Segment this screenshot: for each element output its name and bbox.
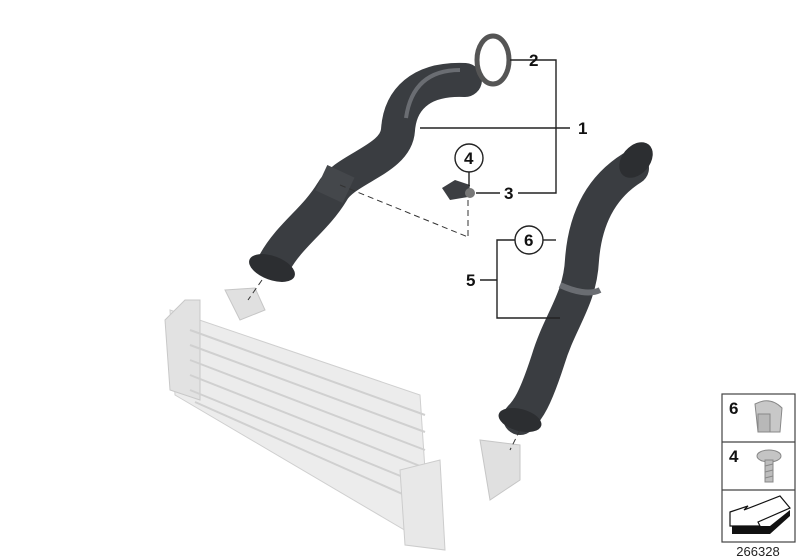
- hose-clamp: [474, 33, 512, 87]
- diagram-id: 266328: [736, 544, 779, 559]
- legend-number-6: 6: [729, 399, 738, 418]
- charge-air-hose-5: [498, 142, 653, 435]
- callout-5[interactable]: 5: [466, 271, 475, 290]
- legend-box: 6 4: [721, 393, 796, 543]
- callout-4[interactable]: 4: [464, 149, 474, 168]
- callout-6[interactable]: 6: [524, 231, 533, 250]
- leader-lines: [420, 59, 570, 319]
- clip-icon: [754, 400, 783, 433]
- callout-circle-4: [454, 143, 484, 173]
- callout-3[interactable]: 3: [504, 184, 513, 203]
- callout-circle-6: [514, 225, 544, 255]
- charge-air-hose-1: [249, 62, 482, 282]
- sensor: [442, 180, 475, 200]
- callout-2[interactable]: 2: [529, 51, 538, 70]
- legend-number-4: 4: [729, 447, 739, 466]
- assembly-lines: [247, 184, 521, 451]
- callout-1[interactable]: 1: [578, 119, 587, 138]
- screw-icon: [756, 449, 782, 483]
- intercooler: [164, 287, 521, 551]
- arrow-front-icon: [729, 495, 791, 534]
